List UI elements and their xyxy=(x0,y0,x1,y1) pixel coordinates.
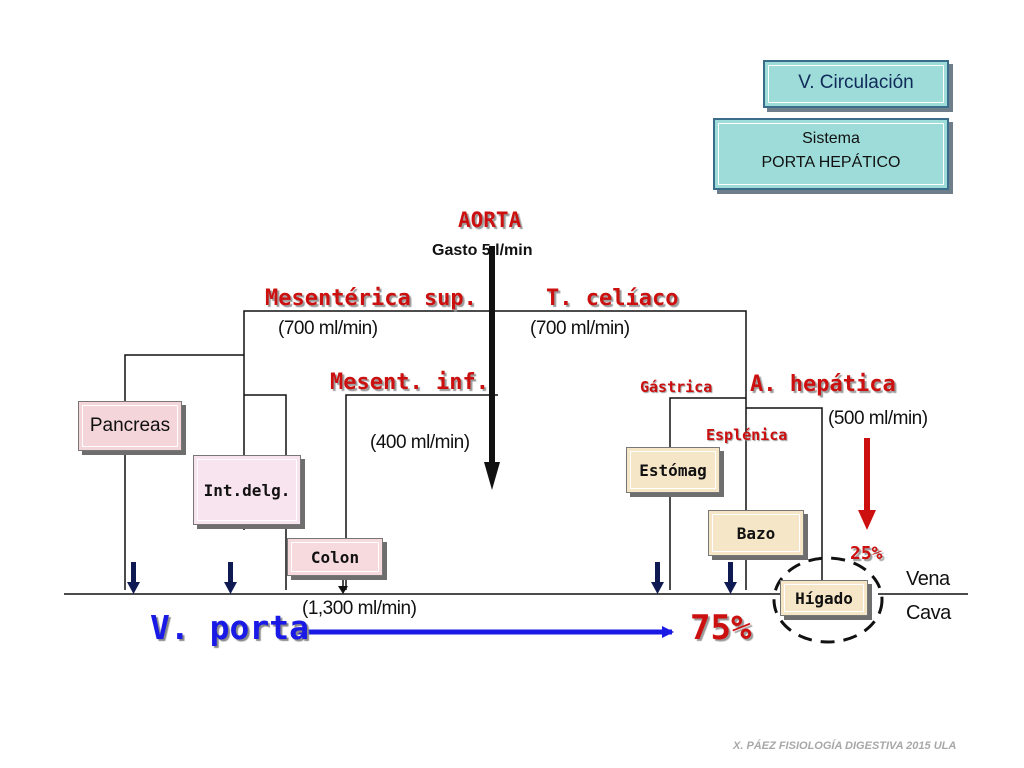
mesent-inf-branch-line xyxy=(345,394,498,590)
int-delg-branch-line xyxy=(244,394,287,590)
higado-box: Hígado xyxy=(780,580,868,616)
hepatic-red-arrow xyxy=(858,438,876,530)
higado-label: Hígado xyxy=(795,588,853,608)
down-arrow-pancreas xyxy=(127,562,140,594)
system-title-box: Sistema PORTA HEPÁTICO xyxy=(713,118,949,190)
down-arrow-int-delg xyxy=(224,562,237,594)
mesenterica-sup-label: Mesentérica sup. xyxy=(265,286,477,311)
gastrica-label: Gástrica xyxy=(640,378,713,396)
aorta-flow: Gasto 5 l/min xyxy=(432,242,533,259)
aorta-label: AORTA xyxy=(458,208,522,232)
aorta-arrow xyxy=(484,246,500,490)
tronco-celiaco-flow: (700 ml/min) xyxy=(530,318,630,339)
bazo-box: Bazo xyxy=(708,510,804,556)
pancreas-box: Pancreas xyxy=(78,401,182,451)
section-title: V. Circulación xyxy=(798,72,914,93)
section-title-box: V. Circulación xyxy=(763,60,949,108)
vena-label: Vena xyxy=(906,568,950,590)
mesent-inf-label: Mesent. inf. xyxy=(330,370,489,395)
mesenterica-sup-flow: (700 ml/min) xyxy=(278,318,378,339)
v-porta-label: V. porta xyxy=(150,608,309,647)
percent-hepatic: 25% xyxy=(850,543,883,564)
system-line2: PORTA HEPÁTICO xyxy=(761,154,901,171)
estomago-box: Estómag xyxy=(626,447,720,493)
down-arrow-bazo xyxy=(724,562,737,594)
liver-dashed-ellipse xyxy=(772,556,884,644)
a-hepatica-flow: (500 ml/min) xyxy=(828,408,928,429)
int-delg-box: Int.delg. xyxy=(193,455,301,525)
cava-label: Cava xyxy=(906,602,951,624)
percent-portal: 75% xyxy=(690,608,752,648)
estomago-label: Estómag xyxy=(639,460,707,480)
colon-box: Colon xyxy=(287,538,383,576)
bazo-label: Bazo xyxy=(736,523,776,543)
tronco-celiaco-label: T. celíaco xyxy=(546,286,679,311)
a-hepatica-label: A. hepática xyxy=(750,372,896,397)
mesent-inf-flow: (400 ml/min) xyxy=(370,432,470,453)
celiac-branch-line xyxy=(669,397,746,590)
pancreas-label: Pancreas xyxy=(89,415,171,436)
down-arrow-colon xyxy=(338,586,348,594)
pancreas-branch-line xyxy=(124,354,244,590)
portal-flow: (1,300 ml/min) xyxy=(302,598,417,619)
system-line1: Sistema xyxy=(802,130,860,147)
esplenica-label: Esplénica xyxy=(706,426,788,444)
hepatic-artery-line xyxy=(746,407,823,590)
down-arrow-estomago xyxy=(651,562,664,594)
footer-credit: X. PÁEZ FISIOLOGÍA DIGESTIVA 2015 ULA xyxy=(733,740,957,752)
colon-label: Colon xyxy=(310,547,360,567)
int-delg-label: Int.delg. xyxy=(203,480,291,500)
